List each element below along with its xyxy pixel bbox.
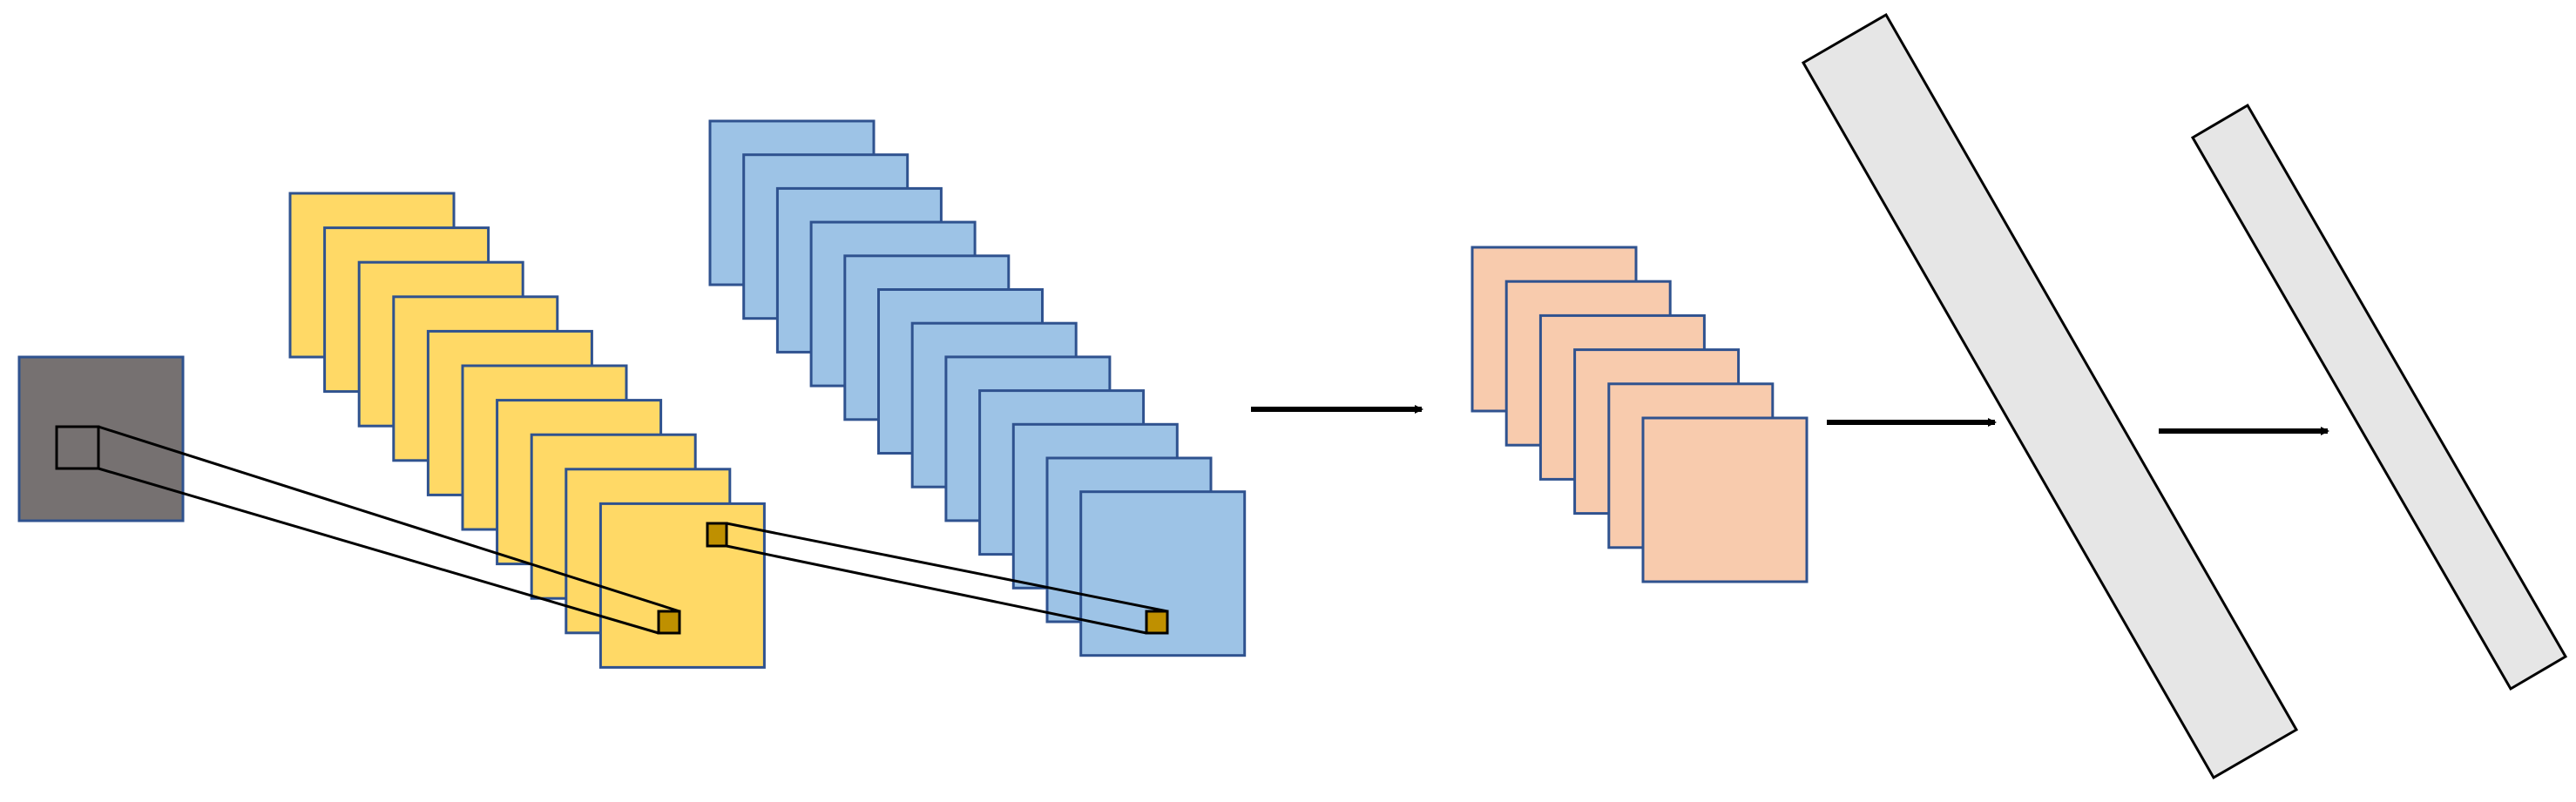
conv-layer-1-feature-map-10 bbox=[598, 502, 766, 669]
pool-feature-map-6 bbox=[1641, 416, 1809, 583]
dense-layer-1 bbox=[1801, 12, 2299, 780]
layer2-unit-square bbox=[1145, 610, 1169, 635]
dense-layer-2 bbox=[2190, 103, 2568, 691]
layer1-window-square bbox=[706, 522, 728, 548]
input-map-square bbox=[17, 355, 185, 522]
layer1-unit-square bbox=[657, 610, 681, 635]
pool-layer-stack bbox=[1471, 246, 1809, 583]
connection-line-bottom bbox=[726, 544, 1147, 635]
conv-layer-2-stack bbox=[708, 119, 1247, 657]
connection-line-bottom bbox=[98, 467, 659, 635]
connection-input-to-layer1 bbox=[98, 425, 681, 635]
connection-line-top bbox=[726, 522, 1168, 613]
input-map bbox=[17, 355, 185, 522]
conv-layer-1-stack bbox=[288, 192, 766, 669]
connection-line-top bbox=[98, 425, 680, 613]
connection-layer1-to-layer2 bbox=[706, 522, 1169, 635]
input-receptive-window bbox=[55, 425, 100, 470]
